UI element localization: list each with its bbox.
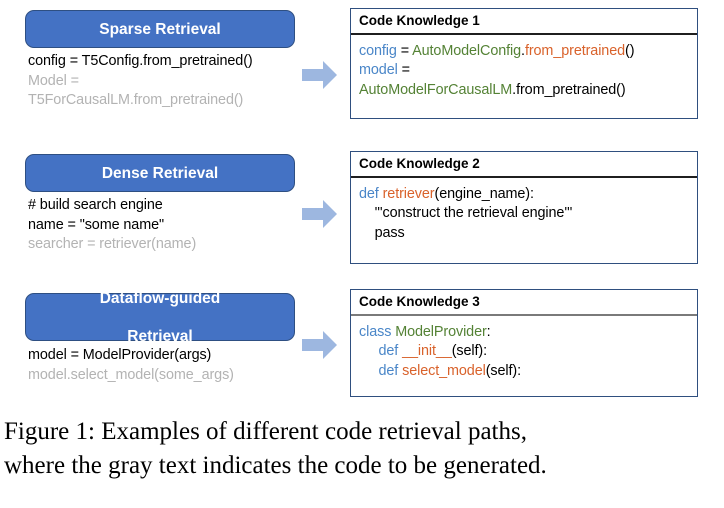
snippet-line-togen-1: Model = xyxy=(28,72,79,89)
snippet-line-given-1: # build search engine xyxy=(28,197,163,213)
title-divider xyxy=(351,176,697,178)
snippet-line-given-1: model = ModelProvider(args) xyxy=(28,347,212,363)
code-snippet-dataflow: model = ModelProvider(args) model.select… xyxy=(28,346,328,385)
code-snippet-dense: # build search engine name = "some name"… xyxy=(28,196,328,255)
code-token: AutoModelForCausalLM xyxy=(359,81,513,98)
code-token: AutoModelConfig xyxy=(412,42,522,59)
code-token: () xyxy=(625,42,635,59)
code-token: def xyxy=(359,185,383,202)
code-token: def xyxy=(359,343,403,359)
pill-label-text-line2: Retrieval xyxy=(127,327,193,345)
code-token: __init__ xyxy=(402,343,452,359)
title-divider xyxy=(351,314,697,316)
code-token: ModelProvider xyxy=(395,323,487,340)
pill-label-text-line1: Dataflow-guided xyxy=(99,289,221,307)
code-token: . xyxy=(521,42,525,59)
code-token: def xyxy=(359,362,403,379)
code-token: class xyxy=(359,323,396,340)
snippet-line-togen-1: model.select_model(some_args) xyxy=(28,366,234,383)
retrieval-label-dataflow-guided-retrieval: Dataflow-guided Retrieval xyxy=(25,290,295,345)
caption-line-1: Figure 1: Examples of different code ret… xyxy=(4,418,527,445)
code-knowledge-body: config = AutoModelConfig.from_pretrained… xyxy=(351,35,697,101)
code-token: retriever xyxy=(382,185,435,202)
code-token: (self): xyxy=(485,362,521,379)
code-knowledge-title: Code Knowledge 1 xyxy=(359,13,480,28)
retrieval-label-dense-retrieval: Dense Retrieval xyxy=(25,154,295,192)
snippet-line-given-2: name = "some name" xyxy=(28,216,165,233)
retrieval-label-sparse-retrieval: Sparse Retrieval xyxy=(25,10,295,48)
code-token: model xyxy=(359,62,398,78)
code-knowledge-body: class ModelProvider: def __init__(self):… xyxy=(351,316,697,382)
code-knowledge-body: def retriever(engine_name): '''construct… xyxy=(351,178,697,244)
right-arrow-icon xyxy=(302,199,338,229)
snippet-line-togen-2: T5ForCausalLM.from_pretrained() xyxy=(28,92,244,108)
code-token: (engine_name): xyxy=(434,185,535,202)
code-token: (self): xyxy=(451,343,488,359)
figure-panel: Sparse Retrieval config = T5Config.from_… xyxy=(25,8,698,397)
code-knowledge-title: Code Knowledge 2 xyxy=(359,156,480,171)
code-snippet-sparse: config = T5Config.from_pretrained() Mode… xyxy=(28,52,328,111)
pill-label-text: Dense Retrieval xyxy=(101,164,219,182)
caption-line-2: where the gray text indicates the code t… xyxy=(4,452,547,479)
code-token: '''construct the retrieval engine''' xyxy=(359,205,573,221)
right-arrow-icon xyxy=(302,330,338,360)
code-knowledge-box-2: Code Knowledge 2 def retriever(engine_na… xyxy=(350,151,698,264)
code-token: pass xyxy=(359,224,405,241)
code-knowledge-title: Code Knowledge 3 xyxy=(359,294,480,309)
pill-label-text: Sparse Retrieval xyxy=(99,20,221,38)
code-token: = xyxy=(396,42,413,59)
snippet-line-given: config = T5Config.from_pretrained() xyxy=(28,53,253,69)
code-knowledge-box-3: Code Knowledge 3 class ModelProvider: de… xyxy=(350,289,698,397)
code-knowledge-box-1: Code Knowledge 1 config = AutoModelConfi… xyxy=(350,8,698,119)
code-token: = xyxy=(397,62,410,78)
title-divider xyxy=(351,33,697,35)
figure-caption: Figure 1: Examples of different code ret… xyxy=(0,415,724,483)
right-arrow-icon xyxy=(302,60,338,90)
code-token: : xyxy=(486,323,491,340)
code-token: select_model xyxy=(402,362,486,379)
code-token: .from_pretrained() xyxy=(512,81,626,98)
snippet-line-togen-1: searcher = retriever(name) xyxy=(28,236,197,252)
code-token: config xyxy=(359,42,397,59)
code-token: from_pretrained xyxy=(524,42,626,59)
